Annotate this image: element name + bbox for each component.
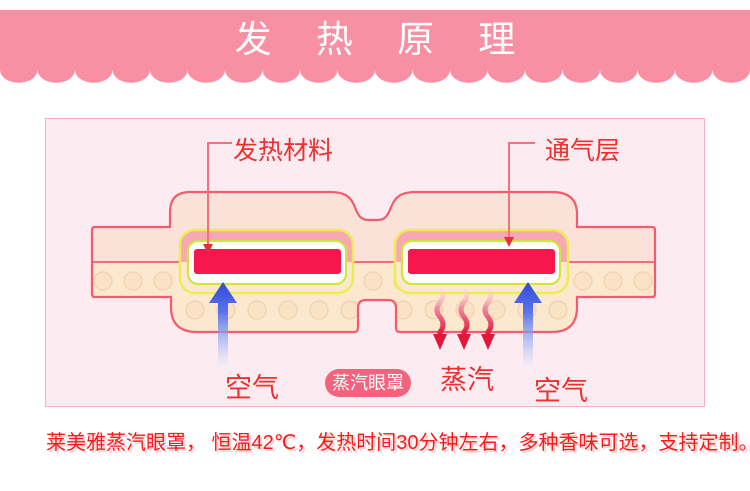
leader-arrowhead-icon: [203, 244, 213, 254]
scallop-edge: [0, 70, 750, 83]
heating-bar-left: [194, 249, 341, 274]
mask-body: [92, 192, 655, 332]
steam-eye-mask-badge: 蒸汽眼罩: [325, 369, 411, 397]
leader-heating-material: [203, 142, 232, 254]
air-up-arrow-left-icon: [209, 282, 237, 368]
vent-layer-left: [178, 228, 355, 295]
product-description: 莱美雅蒸汽眼罩， 恒温42℃，发热时间30分钟左右，多种香味可选，支持定制。: [46, 432, 750, 454]
air-up-arrow-right-icon: [514, 282, 542, 368]
air-label-left: 空气: [225, 373, 279, 403]
leader-vent-layer: [504, 142, 535, 247]
header-banner: 发 热 原 理: [0, 10, 750, 70]
vent-layer-right: [393, 228, 570, 295]
air-label-right: 空气: [534, 376, 588, 406]
steam-label: 蒸汽: [440, 365, 494, 395]
heating-material-label: 发热材料: [233, 137, 334, 165]
heating-bar-right: [408, 249, 555, 274]
page-title: 发 热 原 理: [234, 19, 533, 60]
leader-arrowhead-icon: [504, 237, 514, 247]
vent-layer-label: 通气层: [545, 137, 621, 165]
steam-down-arrows-icon: [433, 284, 495, 350]
